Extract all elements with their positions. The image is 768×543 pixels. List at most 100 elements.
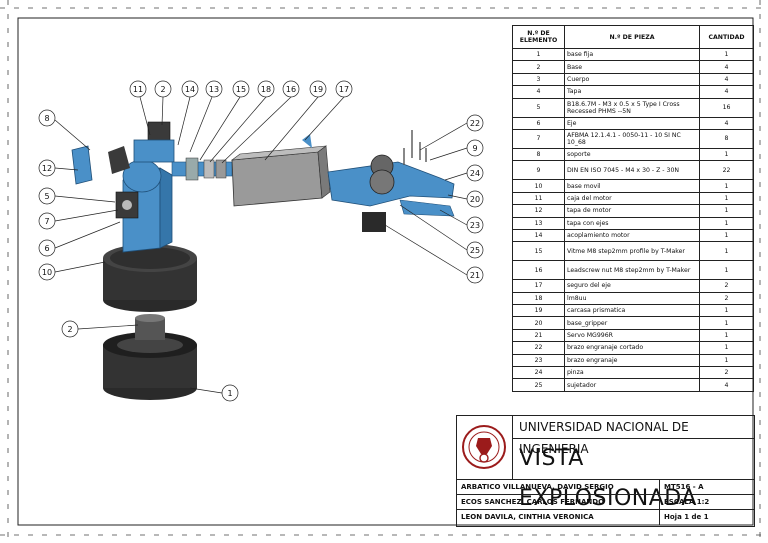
balloon-label: 22	[470, 119, 480, 128]
bom-element-number: 7	[512, 128, 565, 149]
bom-quantity: 1	[699, 260, 754, 281]
balloon-label: 19	[313, 85, 323, 94]
bom-piece-name: Eje	[564, 116, 700, 130]
balloon-label: 12	[42, 164, 52, 173]
bom-quantity: 1	[699, 316, 754, 330]
base-movil	[103, 244, 197, 312]
shaft-couplers	[171, 157, 233, 181]
bom-element-number: 15	[512, 241, 565, 262]
bom-element-number: 4	[512, 85, 565, 99]
bom-quantity: 1	[699, 241, 754, 262]
drawing-title: VISTA EXPLOSIONADA	[519, 446, 697, 511]
bom-quantity: 4	[699, 85, 754, 99]
bom-piece-name: pinza	[564, 366, 700, 380]
bom-piece-name: seguro del eje	[564, 279, 700, 293]
bom-piece-name: Cuerpo	[564, 72, 700, 87]
bom-quantity: 1	[699, 341, 754, 355]
bom-piece-name: base movil	[564, 179, 700, 193]
bom-element-number: 14	[512, 228, 565, 243]
bom-piece-name: B18.6.7M - M3 x 0.5 x 5 Type I Cross Rec…	[564, 97, 700, 118]
bom-element-number: 16	[512, 260, 565, 281]
bom-piece-name: lm8uu	[564, 291, 700, 306]
bom-quantity: 1	[699, 47, 754, 62]
bom-element-number: 6	[512, 116, 565, 130]
bom-quantity: 4	[699, 60, 754, 74]
base-fija	[103, 314, 197, 400]
bom-quantity: 8	[699, 128, 754, 149]
university-name: UNIVERSIDAD NACIONAL DE INGENIERIA	[513, 416, 754, 456]
balloon-label: 7	[44, 217, 49, 226]
balloon-label: 13	[209, 85, 219, 94]
bom-quantity: 1	[699, 204, 754, 218]
bom-quantity: 4	[699, 378, 754, 392]
bom-element-number: 8	[512, 147, 565, 162]
university-seal	[457, 416, 513, 479]
bom-quantity: 16	[699, 97, 754, 118]
balloon-label: 20	[470, 195, 480, 204]
bom-element-number: 12	[512, 204, 565, 218]
bom-header-element: N.º DE ELEMENTO	[512, 25, 565, 49]
bom-element-number: 10	[512, 179, 565, 193]
bom-piece-name: Servo MG996R	[564, 328, 700, 343]
bom-piece-name: tapa con ejes	[564, 216, 700, 230]
cuerpo	[115, 159, 173, 253]
balloon-label: 18	[261, 85, 271, 94]
balloon-label: 2	[160, 85, 165, 94]
bom-element-number: 3	[512, 72, 565, 87]
bom-piece-name: sujetador	[564, 378, 700, 392]
bom-element-number: 23	[512, 353, 565, 368]
bom-element-number: 20	[512, 316, 565, 330]
bom-element-number: 22	[512, 341, 565, 355]
author-row-3: LEON DAVILA, CINTHIA VERONICA Hoja 1 de …	[457, 509, 754, 525]
exploded-assembly	[71, 121, 455, 400]
bom-element-number: 2	[512, 60, 565, 74]
bom-quantity: 4	[699, 116, 754, 130]
bom-quantity: 1	[699, 179, 754, 193]
bom-element-number: 25	[512, 378, 565, 392]
bom-quantity: 1	[699, 216, 754, 230]
bom-element-number: 1	[512, 47, 565, 62]
bom-piece-name: brazo engranaje	[564, 353, 700, 368]
bom-element-number: 17	[512, 279, 565, 293]
balloon-label: 6	[44, 244, 49, 253]
balloon-label: 21	[470, 271, 480, 280]
balloon-label: 14	[185, 85, 195, 94]
balloon-label: 2	[67, 325, 72, 334]
balloons: 11 2 14 13 15 18 16 19 17 8 12 5 7 6 10 …	[38, 80, 484, 402]
bom-element-number: 5	[512, 97, 565, 118]
bom-quantity: 4	[699, 72, 754, 87]
gripper	[327, 130, 455, 232]
balloon-label: 9	[472, 144, 477, 153]
bom-quantity: 2	[699, 279, 754, 293]
drawing-code: MT516 - A	[659, 480, 754, 495]
title-block: UNIVERSIDAD NACIONAL DE INGENIERIA VISTA…	[456, 415, 755, 527]
bom-element-number: 13	[512, 216, 565, 230]
bom-element-number: 24	[512, 366, 565, 380]
carcasa-prismatica	[230, 134, 331, 207]
bom-piece-name: Tapa	[564, 85, 700, 99]
bom-element-number: 11	[512, 191, 565, 206]
bom-quantity: 1	[699, 353, 754, 368]
bom-quantity: 1	[699, 304, 754, 318]
bom-quantity: 1	[699, 228, 754, 243]
bom-quantity: 2	[699, 366, 754, 380]
sheet-number: Hoja 1 de 1	[659, 510, 754, 525]
balloon-label: 24	[470, 169, 480, 178]
bom-quantity: 1	[699, 147, 754, 162]
balloon-label: 10	[42, 268, 52, 277]
balloon-label: 17	[339, 85, 349, 94]
